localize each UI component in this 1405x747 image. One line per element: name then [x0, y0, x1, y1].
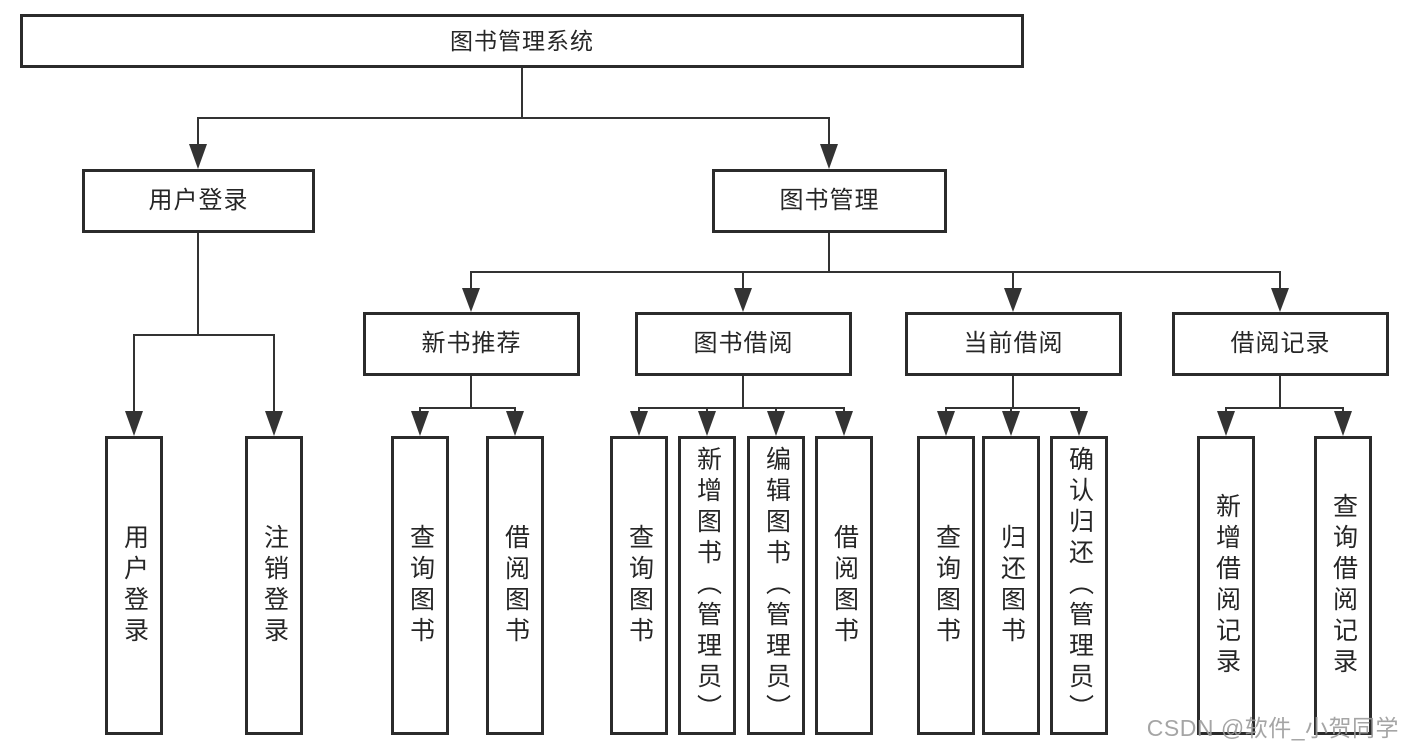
- leaf-confirm-return-admin: 确认归还（管理员）: [1050, 436, 1108, 735]
- leaf-current-query-books: 查询图书: [917, 436, 975, 735]
- node-borrow-records: 借阅记录: [1172, 312, 1389, 376]
- leaf-recommend-borrow-books: 借阅图书: [486, 436, 544, 735]
- leaf-borrow-query-books: 查询图书: [610, 436, 668, 735]
- leaf-logout: 注销登录: [245, 436, 303, 735]
- node-user-login: 用户登录: [82, 169, 315, 233]
- node-new-book-recommend: 新书推荐: [363, 312, 580, 376]
- node-book-management: 图书管理: [712, 169, 947, 233]
- watermark: CSDN @软件_小贺同学: [1146, 715, 1399, 741]
- arrowhead-icons: [125, 144, 1352, 436]
- leaf-add-borrow-record: 新增借阅记录: [1197, 436, 1255, 735]
- leaf-edit-books-admin: 编辑图书（管理员）: [747, 436, 805, 735]
- leaf-add-books-admin: 新增图书（管理员）: [678, 436, 736, 735]
- node-current-borrow: 当前借阅: [905, 312, 1122, 376]
- leaf-user-login: 用户登录: [105, 436, 163, 735]
- leaf-return-books: 归还图书: [982, 436, 1040, 735]
- node-book-borrow: 图书借阅: [635, 312, 852, 376]
- leaf-recommend-query-books: 查询图书: [391, 436, 449, 735]
- leaf-query-borrow-record: 查询借阅记录: [1314, 436, 1372, 735]
- node-root-system: 图书管理系统: [20, 14, 1024, 68]
- leaf-borrow-books: 借阅图书: [815, 436, 873, 735]
